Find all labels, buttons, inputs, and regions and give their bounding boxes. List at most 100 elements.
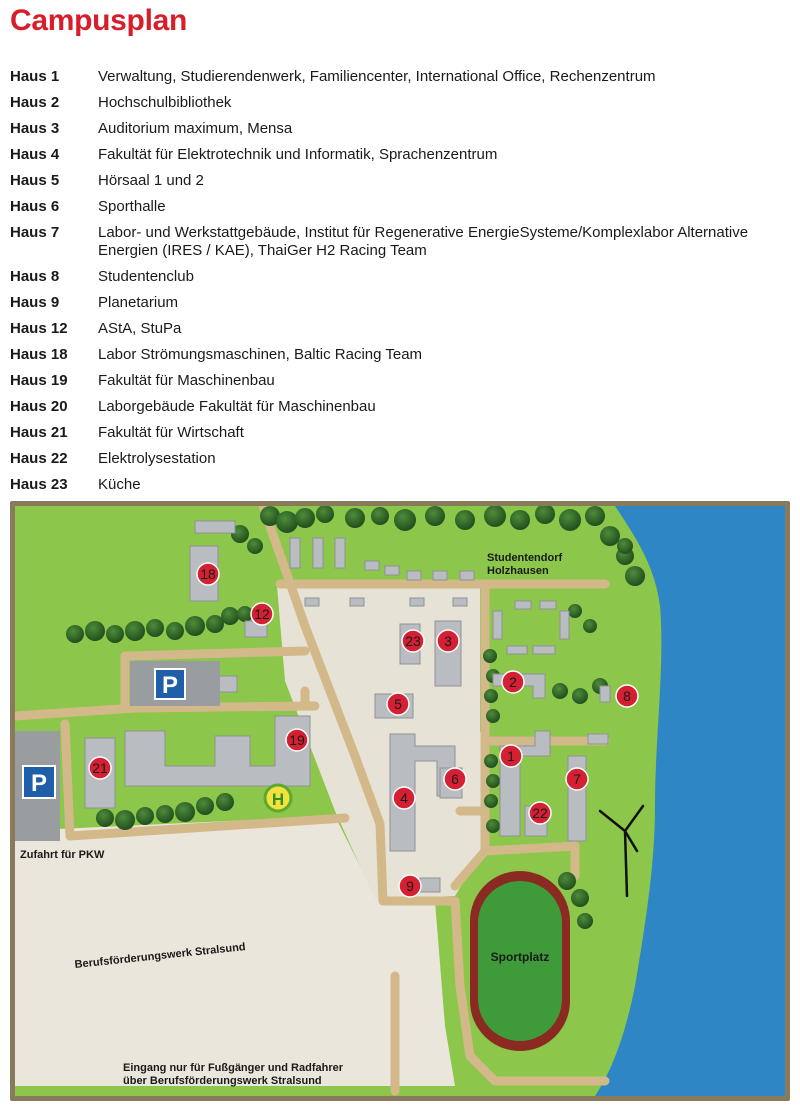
marker-22: 22 xyxy=(528,801,552,825)
legend-row: Haus 21 Fakultät für Wirtschaft xyxy=(10,424,795,442)
svg-text:3: 3 xyxy=(444,633,452,649)
legend-value: Fakultät für Maschinenbau xyxy=(98,372,275,389)
marker-8: 8 xyxy=(615,684,639,708)
legend-key: Haus 5 xyxy=(10,172,60,189)
tree-clusters xyxy=(66,506,645,929)
marker-2: 2 xyxy=(501,670,525,694)
svg-text:22: 22 xyxy=(532,805,548,821)
marker-18: 18 xyxy=(196,562,220,586)
legend-row: Haus 18 Labor Strömungsmaschinen, Baltic … xyxy=(10,346,795,364)
legend-row: Haus 4 Fakultät für Elektrotechnik und In… xyxy=(10,146,795,164)
legend-row: Haus 12 AStA, StuPa xyxy=(10,320,795,338)
legend-key: Haus 23 xyxy=(10,476,68,493)
central-plaza xyxy=(277,584,485,899)
legend-row: Haus 3 Auditorium maximum, Mensa xyxy=(10,120,795,138)
zufahrt-label: Zufahrt für PKW xyxy=(20,849,105,861)
marker-5: 5 xyxy=(386,692,410,716)
building-9 xyxy=(419,877,441,893)
marker-7: 7 xyxy=(565,767,589,791)
studentendorf-label-1: Studentendorf xyxy=(487,552,562,564)
legend-key: Haus 2 xyxy=(10,94,60,111)
svg-text:8: 8 xyxy=(623,688,631,704)
marker-6: 6 xyxy=(443,767,467,791)
sportplatz: Sportplatz xyxy=(470,871,570,1051)
legend-value: Studentenclub xyxy=(98,268,194,285)
svg-text:1: 1 xyxy=(507,748,515,764)
marker-12: 12 xyxy=(250,602,274,626)
campus-map-graphic: P P H Sportplatz Studentendorf Holzhause… xyxy=(15,506,785,1096)
parking-sign-top: P xyxy=(154,668,186,700)
legend-value: Labor- und Werkstattgebäude, Institut fü… xyxy=(98,224,749,259)
water-body xyxy=(595,506,785,1096)
svg-text:5: 5 xyxy=(394,696,402,712)
legend-key: Haus 6 xyxy=(10,198,60,215)
building-8 xyxy=(599,685,611,703)
building-legend: Haus 1 Verwaltung, Studierendenwerk, Fami… xyxy=(10,68,795,502)
legend-value: Sporthalle xyxy=(98,198,166,215)
marker-3: 3 xyxy=(436,629,460,653)
marker-1: 1 xyxy=(499,744,523,768)
legend-key: Haus 1 xyxy=(10,68,60,85)
marker-21: 21 xyxy=(88,756,112,780)
svg-text:4: 4 xyxy=(400,790,408,806)
legend-row: Haus 8 Studentenclub xyxy=(10,268,795,286)
building-markers: 18 12 23 3 2 8 5 19 21 1 6 7 4 22 9 xyxy=(88,562,639,898)
legend-key: Haus 22 xyxy=(10,450,68,467)
parking-sign-left: P xyxy=(22,765,56,799)
legend-value: Auditorium maximum, Mensa xyxy=(98,120,293,137)
legend-key: Haus 9 xyxy=(10,294,60,311)
eingang-label-1: Eingang nur für Fußgänger und Radfahrer xyxy=(123,1062,344,1074)
legend-row: Haus 22 Elektrolysestation xyxy=(10,450,795,468)
svg-text:2: 2 xyxy=(509,674,517,690)
legend-key: Haus 7 xyxy=(10,224,60,241)
bus-stop-icon: H xyxy=(263,783,293,813)
svg-text:H: H xyxy=(272,790,284,809)
legend-row: Haus 1 Verwaltung, Studierendenwerk, Fami… xyxy=(10,68,795,86)
svg-text:P: P xyxy=(162,672,178,699)
svg-text:21: 21 xyxy=(92,760,108,776)
svg-text:18: 18 xyxy=(200,566,216,582)
marker-23: 23 xyxy=(401,629,425,653)
svg-text:12: 12 xyxy=(254,606,270,622)
page-title: Campusplan xyxy=(10,4,188,37)
legend-value: Planetarium xyxy=(98,294,179,311)
legend-value: AStA, StuPa xyxy=(98,320,182,337)
svg-text:7: 7 xyxy=(573,771,581,787)
marker-19: 19 xyxy=(285,728,309,752)
wind-turbine-icon xyxy=(598,804,645,898)
legend-row: Haus 6 Sporthalle xyxy=(10,198,795,216)
legend-row: Haus 7 Labor- und Werkstattgebäude, Insti… xyxy=(10,224,795,260)
legend-value: Fakultät für Wirtschaft xyxy=(98,424,244,441)
legend-value: Hörsaal 1 und 2 xyxy=(98,172,204,189)
legend-value: Laborgebäude Fakultät für Maschinenbau xyxy=(98,398,376,415)
legend-row: Haus 2 Hochschulbibliothek xyxy=(10,94,795,112)
eingang-label-2: über Berufsförderungswerk Stralsund xyxy=(123,1075,322,1087)
studentendorf-label-2: Holzhausen xyxy=(487,565,549,577)
legend-value: Fakultät für Elektrotechnik und Informat… xyxy=(98,146,498,163)
campus-map: P P H Sportplatz Studentendorf Holzhause… xyxy=(10,501,790,1101)
svg-text:6: 6 xyxy=(451,771,459,787)
svg-text:19: 19 xyxy=(289,732,305,748)
legend-value: Hochschulbibliothek xyxy=(98,94,232,111)
legend-key: Haus 4 xyxy=(10,146,60,163)
building-4 xyxy=(389,733,456,852)
legend-key: Haus 8 xyxy=(10,268,60,285)
legend-value: Labor Strömungsmaschinen, Baltic Racing … xyxy=(98,346,423,363)
legend-row: Haus 5 Hörsaal 1 und 2 xyxy=(10,172,795,190)
legend-key: Haus 3 xyxy=(10,120,60,137)
marker-4: 4 xyxy=(392,786,416,810)
sportplatz-label: Sportplatz xyxy=(491,950,550,964)
legend-key: Haus 19 xyxy=(10,372,68,389)
building-19-20 xyxy=(124,715,311,787)
legend-key: Haus 12 xyxy=(10,320,68,337)
legend-key: Haus 21 xyxy=(10,424,68,441)
legend-key: Haus 20 xyxy=(10,398,68,415)
legend-row: Haus 19 Fakultät für Maschinenbau xyxy=(10,372,795,390)
legend-key: Haus 18 xyxy=(10,346,68,363)
footpaths xyxy=(15,506,610,1096)
legend-value: Elektrolysestation xyxy=(98,450,216,467)
svg-text:9: 9 xyxy=(406,878,414,894)
legend-row: Haus 20 Laborgebäude Fakultät für Maschin… xyxy=(10,398,795,416)
legend-value: Verwaltung, Studierendenwerk, Familience… xyxy=(98,68,656,85)
